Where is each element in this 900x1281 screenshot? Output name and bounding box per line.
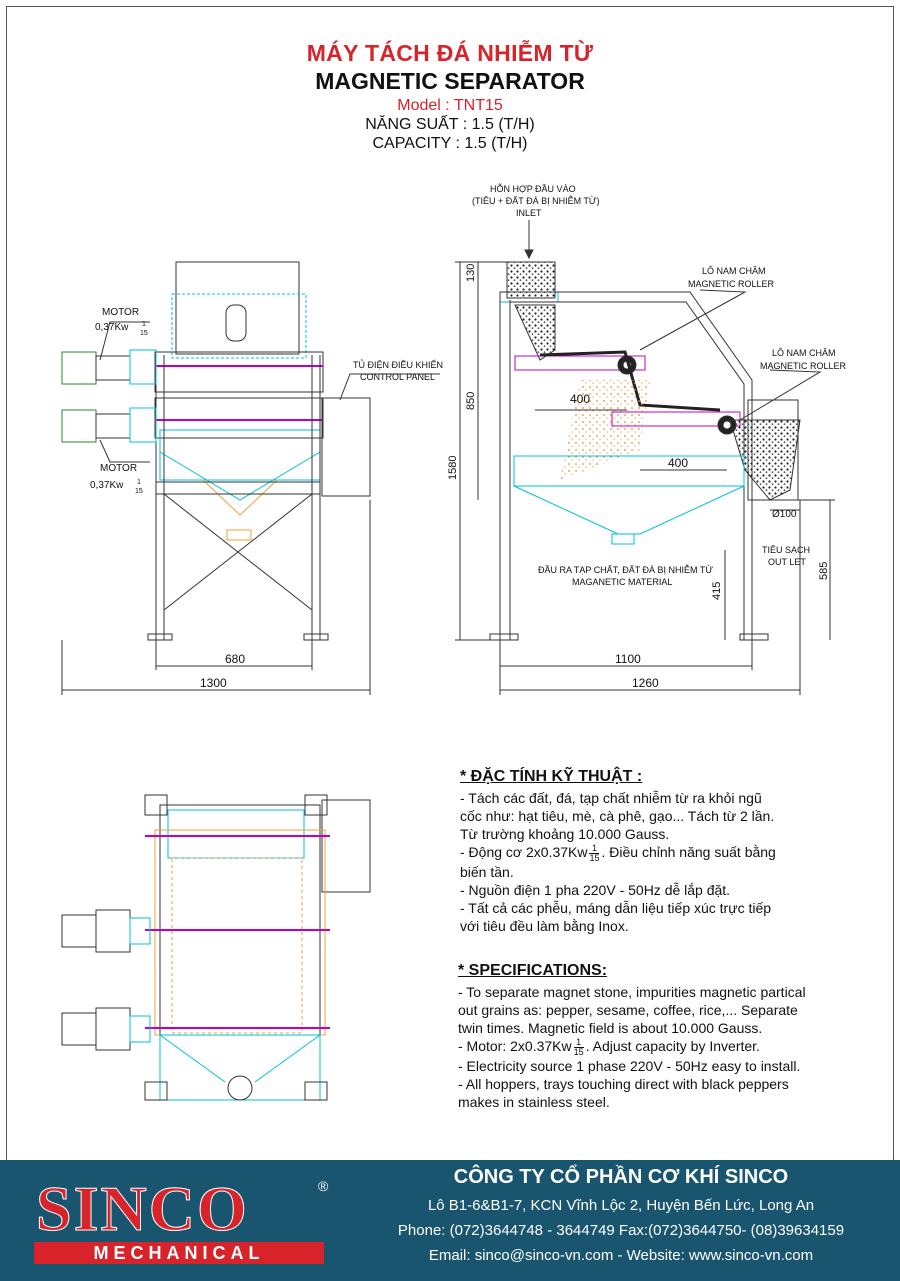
front-view <box>61 261 440 695</box>
front-view-labels: MOTOR 0,37Kw 1 15 MOTOR 0,37Kw 1 15 TỦ Đ… <box>90 307 443 690</box>
specs-english: * SPECIFICATIONS: - To separate magnet s… <box>458 962 878 1111</box>
title-english: MAGNETIC SEPARATOR <box>315 68 585 94</box>
company-name: CÔNG TY CỔ PHẦN CƠ KHÍ SINCO <box>453 1166 789 1188</box>
registered-mark: ® <box>318 1178 329 1194</box>
dim-415: 415 <box>711 582 723 600</box>
motor-label-bottom: MOTOR <box>100 463 137 474</box>
magnetic-outlet-en: MAGANETIC MATERIAL <box>572 577 672 587</box>
specs-en-line: - Electricity source 1 phase 220V - 50Hz… <box>458 1057 801 1074</box>
footer: SINCO ® MECHANICAL CÔNG TY CỔ PHẦN CƠ KH… <box>0 1160 900 1281</box>
inlet-label-vn-detail: (TIÊU + ĐẤT ĐÁ BỊ NHIỄM TỪ) <box>472 195 600 206</box>
dim-1300: 1300 <box>200 676 227 690</box>
specs-en-line: out grains as: pepper, sesame, coffee, r… <box>458 1002 798 1018</box>
dim-850: 850 <box>465 392 477 410</box>
specs-vn-line: với tiêu đều làm bằng Inox. <box>460 917 629 934</box>
sinco-logo: SINCO ® MECHANICAL <box>26 1172 336 1272</box>
roller-1-label-en: MAGNETIC ROLLER <box>688 279 775 289</box>
company-contact: Email: sinco@sinco-vn.com - Website: www… <box>428 1247 814 1264</box>
motor-power-bottom: 0,37Kw <box>90 480 124 491</box>
inlet-label-vn: HỖN HỢP ĐẦU VÀO <box>490 183 576 194</box>
inlet-label-en: INLET <box>516 208 542 218</box>
dim-1580: 1580 <box>447 456 459 480</box>
dim-400-lower: 400 <box>668 456 688 470</box>
company-info: CÔNG TY CỔ PHẦN CƠ KHÍ SINCO Lô B1-6&B1-… <box>356 1166 886 1272</box>
company-address: Lô B1-6&B1-7, KCN Vĩnh Lộc 2, Huyện Bến … <box>427 1197 815 1214</box>
company-phone: Phone: (072)3644748 - 3644749 Fax:(072)3… <box>397 1222 845 1239</box>
dim-130: 130 <box>465 264 477 282</box>
specs-vn-heading: * ĐẶC TÍNH KỸ THUẬT : <box>460 768 643 785</box>
specs-en-line: makes in stainless steel. <box>458 1093 610 1110</box>
specs-vn-line: biến tần. <box>460 863 514 880</box>
dim-1100: 1100 <box>615 652 641 666</box>
dim-phi100: Ø100 <box>772 509 797 520</box>
specs-vn-line: cốc như: hạt tiêu, mè, cà phê, gạo... Tá… <box>460 808 775 824</box>
motor-power-top: 0,37Kw <box>95 322 129 333</box>
control-panel-vn: TỦ ĐIỆN ĐIỀU KHIỂN <box>353 359 443 370</box>
specs-vn-line: - Tất cả các phễu, máng dẫn liệu tiếp xú… <box>460 899 772 916</box>
top-view <box>61 794 371 1101</box>
model-number: Model : TNT15 <box>397 97 503 114</box>
specs-vn-line: - Tách các đất, đá, tạp chất nhiễm từ ra… <box>460 790 762 806</box>
roller-2-label-vn: LÔ NAM CHÂM <box>772 348 836 358</box>
motor-ratio-den-top: 15 <box>140 330 148 337</box>
side-view-labels: HỖN HỢP ĐẦU VÀO (TIÊU + ĐẤT ĐÁ BỊ NHIỄM … <box>447 183 847 690</box>
capacity-vietnamese: NĂNG SUẤT : 1.5 (T/H) <box>365 116 535 133</box>
magnetic-outlet-vn: ĐẦU RA TẠP CHẤT, ĐẤT ĐÁ BỊ NHIỄM TỪ <box>538 564 713 575</box>
motor-label-top: MOTOR <box>102 307 139 318</box>
specs-vn-line: - Nguồn điện 1 pha 220V - 50Hz dễ lắp đặ… <box>460 881 731 898</box>
specs-en-line: - All hoppers, trays touching direct wit… <box>458 1075 789 1092</box>
specs-en-line: - To separate magnet stone, impurities m… <box>458 984 806 1000</box>
dim-1260: 1260 <box>632 676 659 690</box>
roller-2-label-en: MAGNETIC ROLLER <box>760 361 847 371</box>
dim-680: 680 <box>225 652 245 666</box>
roller-1-label-vn: LÔ NAM CHÂM <box>702 266 766 276</box>
control-panel-en: CONTROL PANEL <box>360 372 435 382</box>
dim-400-upper: 400 <box>570 392 590 406</box>
logo-wordmark: SINCO <box>36 1173 249 1244</box>
header: MÁY TÁCH ĐÁ NHIỄM TỪ MAGNETIC SEPARATOR … <box>0 40 900 153</box>
specs-vietnamese: * ĐẶC TÍNH KỸ THUẬT : - Tách các đất, đá… <box>460 768 860 935</box>
specs-vn-line: Từ trường khoảng 10.000 Gauss. <box>460 826 670 842</box>
motor-ratio-num-bottom: 1 <box>137 479 141 486</box>
side-view <box>455 220 835 695</box>
specs-en-line: twin times. Magnetic field is about 10.0… <box>458 1020 763 1036</box>
title-vietnamese: MÁY TÁCH ĐÁ NHIỄM TỪ <box>306 40 594 66</box>
logo-subtitle: MECHANICAL <box>34 1242 324 1264</box>
dim-585: 585 <box>818 562 830 580</box>
specs-en-heading: * SPECIFICATIONS: <box>458 962 608 979</box>
outlet-label-en: OUT LET <box>768 557 806 567</box>
outlet-label-vn: TIÊU SẠCH <box>762 545 810 555</box>
motor-ratio-den-bottom: 15 <box>135 488 143 495</box>
technical-drawings: MOTOR 0,37Kw 1 15 MOTOR 0,37Kw 1 15 TỦ Đ… <box>61 183 847 1101</box>
motor-ratio-num-top: 1 <box>142 321 146 328</box>
capacity-english: CAPACITY : 1.5 (T/H) <box>372 135 528 152</box>
